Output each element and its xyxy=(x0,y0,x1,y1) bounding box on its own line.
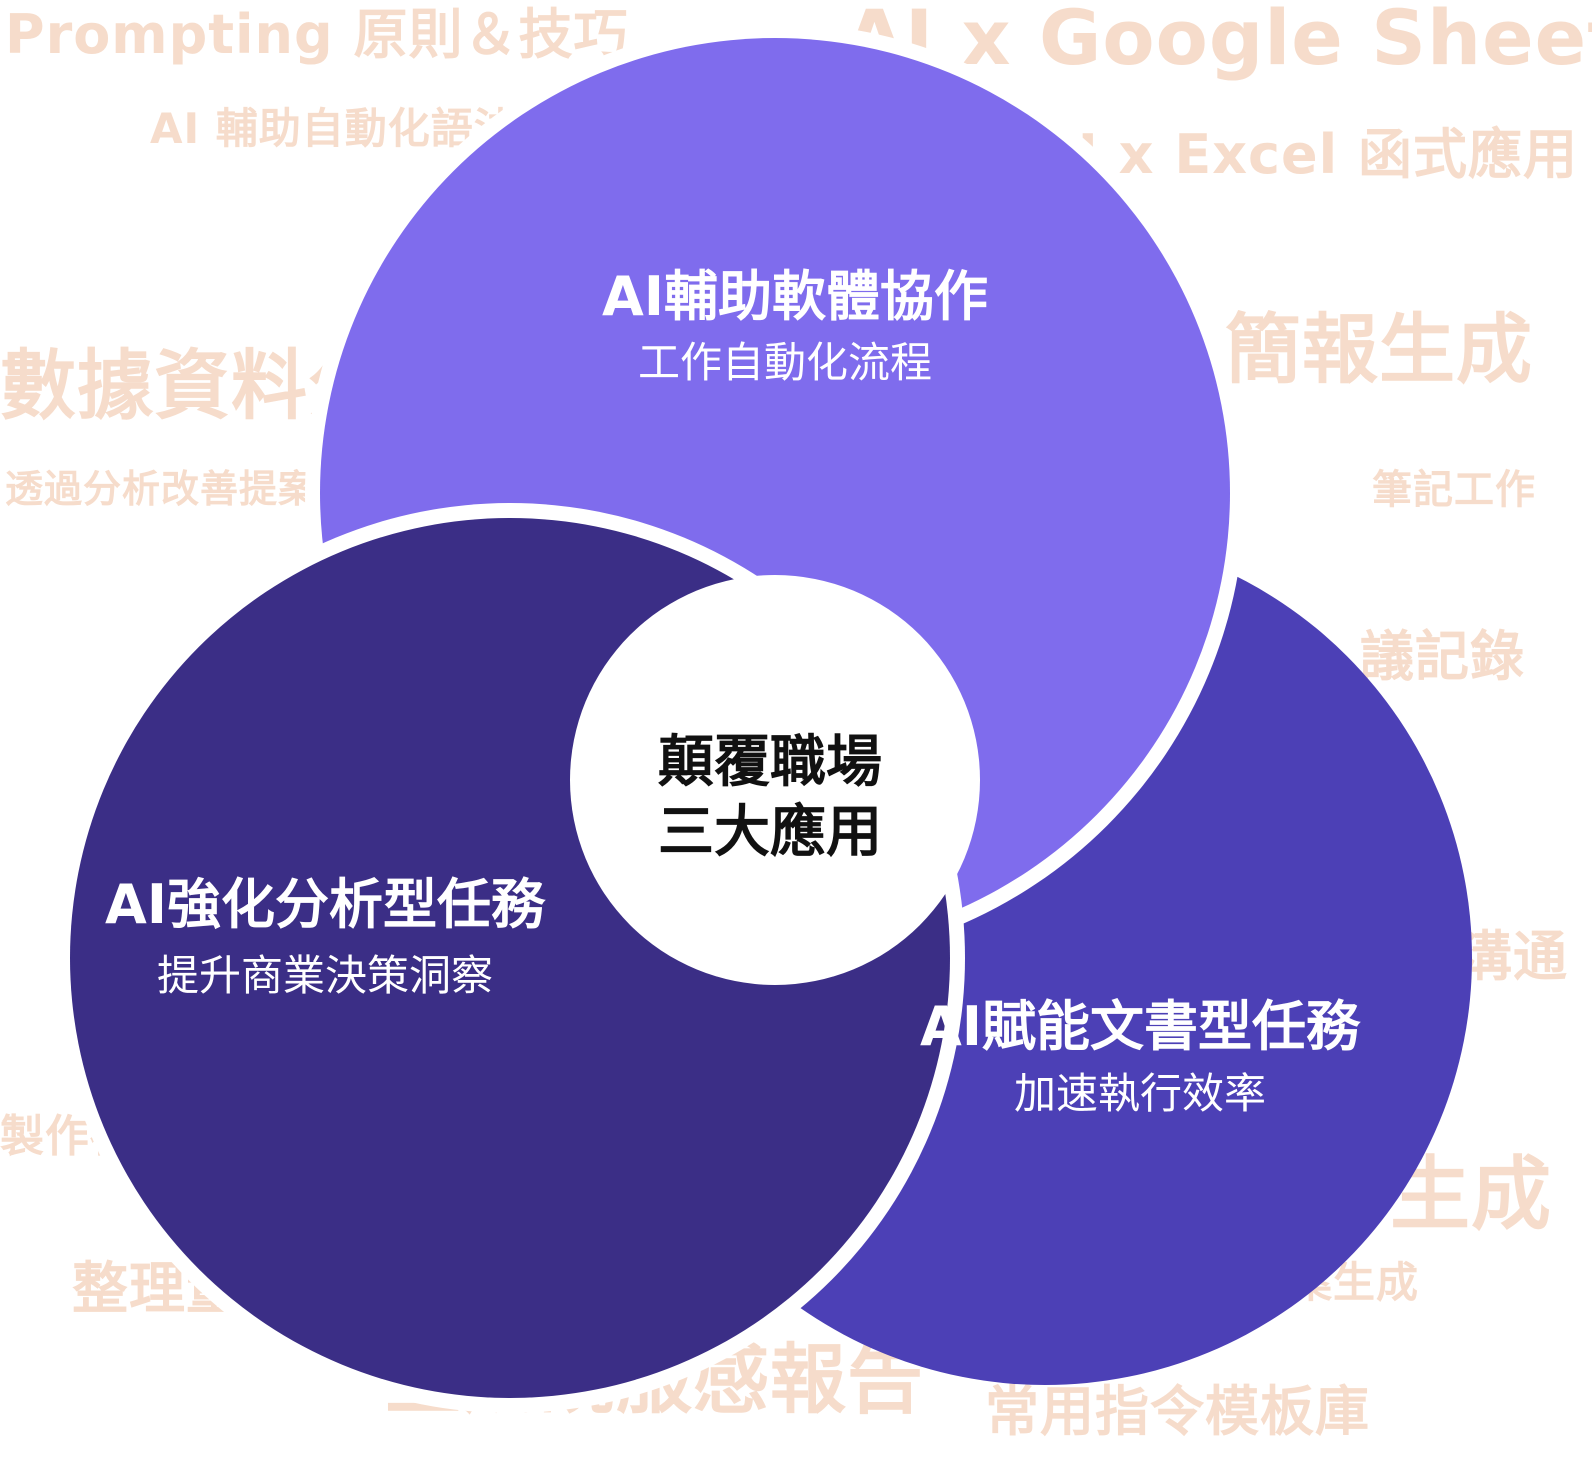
circle-center xyxy=(570,575,980,985)
right-node-subtitle: 加速執行效率 xyxy=(1013,1069,1267,1118)
bg-keyword-notes: 筆記工作 xyxy=(1372,467,1536,513)
top-node-subtitle: 工作自動化流程 xyxy=(637,338,933,387)
right-node-title: AI賦能文書型任務 xyxy=(920,995,1360,1058)
bg-keyword-minutes: 議記錄 xyxy=(1360,625,1525,688)
bg-keyword-google-sheet: AI x Google Sheet xyxy=(845,0,1592,82)
bg-keyword-prompt-library: 常用指令模板庫 xyxy=(985,1380,1370,1443)
top-node-title: AI輔助軟體協作 xyxy=(602,265,988,328)
bg-keyword-prompting: Prompting 原則＆技巧 xyxy=(5,3,629,66)
bg-keyword-excel: AI x Excel 函式應用 xyxy=(1035,123,1578,186)
left-node-title: AI強化分析型任務 xyxy=(105,873,545,936)
bg-keyword-proposal: 透過分析改善提案 xyxy=(5,467,318,511)
bg-keyword-communication: 溝通 xyxy=(1458,925,1568,988)
center-title-line2: 三大應用 xyxy=(658,800,882,865)
bg-keyword-automation-syntax: AI 輔助自動化語法 xyxy=(150,104,517,153)
center-title-line1: 顛覆職場 xyxy=(658,730,882,795)
bg-keyword-slides: 簡報生成 xyxy=(1225,305,1533,394)
left-node-subtitle: 提升商業決策洞察 xyxy=(156,951,494,1000)
